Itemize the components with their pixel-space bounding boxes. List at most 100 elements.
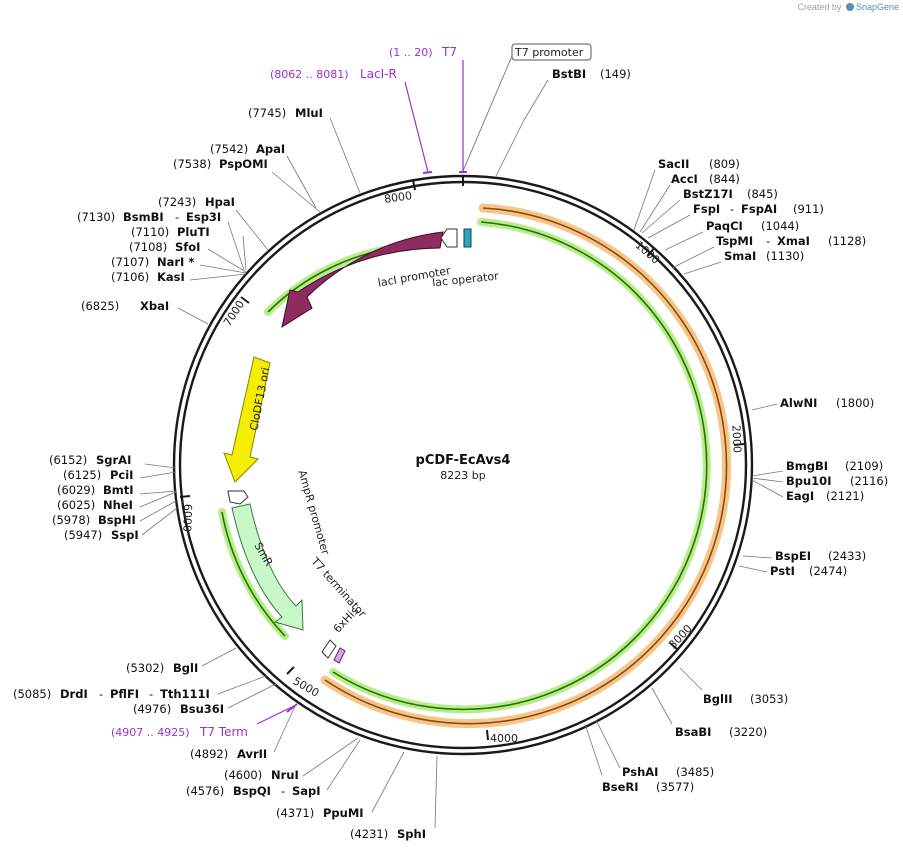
primer-t7-term-line (256, 705, 295, 725)
leader-sspi (141, 507, 178, 536)
site-name: PciI (110, 468, 133, 482)
site-name: BglII (703, 692, 733, 706)
site-pos: (149) (600, 67, 631, 81)
site-pshai: PshAI(3485) (622, 765, 714, 779)
site-pos: (4892) (190, 747, 228, 761)
sites-right: BstBI(149) SacII(809) AccI(844) BstZ17I(… (552, 67, 888, 794)
credit-brand: SnapGene (855, 2, 899, 12)
site-bgli: (5302)BglI (126, 661, 198, 675)
site-pos: (4600) (224, 768, 262, 782)
site-name: DrdI (60, 687, 88, 701)
site-pos: (7108) (129, 240, 167, 254)
site-pos: (7243) (158, 195, 196, 209)
tick-label-2000: 2000 (729, 425, 743, 454)
ori-feature-arrow (223, 356, 271, 483)
tick-5000 (286, 666, 295, 675)
leader-bglii (679, 667, 703, 691)
site-name: BspEI (775, 549, 811, 563)
credit-prefix: Created by (797, 2, 842, 12)
site-pos: (7110) (131, 225, 169, 239)
site-name: AlwNI (780, 396, 817, 410)
site-name-2: XmaI (777, 234, 810, 248)
site-name: PspOMI (219, 157, 268, 171)
site-bglii: BglII(3053) (703, 692, 788, 706)
site-name: AccI (671, 172, 698, 186)
site-bseri: BseRI(3577) (602, 780, 694, 794)
site-pos: (3577) (656, 780, 694, 794)
leader-smai (683, 261, 722, 275)
site-pos: (809) (709, 157, 740, 171)
site-name: BspQI (233, 784, 271, 798)
site-dash: - (281, 784, 285, 798)
leader-pspomi (271, 171, 321, 213)
site-name: SphI (397, 827, 426, 841)
t7-promoter-label: T7 promoter (514, 46, 584, 59)
lacI-promoter-arrow (440, 228, 458, 248)
t7-promoter-box (511, 43, 592, 61)
leader-bstz17i (641, 199, 681, 234)
site-sfoi: (7108) SfoI (129, 240, 200, 254)
site-pos: (1044) (761, 219, 799, 233)
site-name: SfoI (175, 240, 200, 254)
site-pos: (7538) (173, 157, 211, 171)
leader-hpai (235, 209, 269, 251)
site-bspei: BspEI (2433) (775, 549, 866, 563)
site-pos: (6125) (63, 468, 101, 482)
leader-fspi (647, 214, 691, 239)
site-pluti: (7110)PluTI (131, 225, 210, 239)
site-dash: - (766, 234, 770, 248)
site-pos: (845) (747, 187, 778, 201)
tick-4000 (486, 729, 489, 741)
tick-3000 (669, 642, 679, 651)
site-pos: (1128) (828, 234, 866, 248)
site-bpu10i: Bpu10I(2116) (786, 474, 888, 488)
site-bsphi: (5978)BspHI (52, 513, 136, 527)
site-pspomi: (7538) PspOMI (173, 157, 268, 171)
site-drdi: (5085)DrdI-PflFI-Tth111I (13, 687, 210, 701)
site-psti: PstI(2474) (770, 564, 847, 578)
leader-drdi (217, 675, 267, 695)
site-pos: (1130) (766, 249, 804, 263)
site-name: NruI (271, 768, 299, 782)
site-name: BstZ17I (683, 187, 733, 201)
leader-bstbi (495, 79, 549, 177)
leader-nhei (139, 491, 177, 508)
site-smai: SmaI (1130) (724, 249, 804, 263)
leader-sfoi (207, 248, 247, 273)
site-pos: (6025) (57, 498, 95, 512)
site-dash: - (730, 202, 734, 216)
site-bstz17i: BstZ17I (845) (683, 187, 778, 201)
site-nari: (7107)NarI * (111, 255, 194, 269)
site-name: AvrII (237, 747, 267, 761)
site-name: SmaI (724, 249, 756, 263)
tick-1000 (647, 247, 655, 257)
site-dash: - (175, 210, 179, 224)
leader-bsabi (651, 687, 673, 725)
primer-markers: (1 .. 20) T7 (8062 .. 8081) LacI-R (4907… (111, 45, 467, 739)
leader-sacii (633, 169, 656, 231)
site-pos: (4576) (186, 784, 224, 798)
primer-t7-pos: (1 .. 20) (389, 46, 433, 59)
his-tag-box (333, 647, 346, 664)
site-pos: (5085) (13, 687, 51, 701)
leader-bgli (201, 647, 237, 667)
leader-bspqi (326, 739, 361, 791)
site-sgrai: (6152)SgrAI (49, 453, 131, 467)
site-name: PpuMI (323, 806, 364, 820)
orf-orange-arc-line (324, 207, 728, 725)
leader-bpu10i (751, 477, 784, 483)
site-pos: (2433) (828, 549, 866, 563)
site-name: Bsu36I (180, 702, 224, 716)
snapgene-logo-icon (845, 3, 854, 11)
site-name-2: Esp3I (186, 210, 221, 224)
leader-eagi (751, 479, 784, 498)
leader-xbai (177, 307, 209, 325)
site-pos: (7542) (210, 142, 248, 156)
t7-terminator-label: T7 terminator (308, 554, 369, 620)
primer-t7-term-name: T7 Term (199, 725, 248, 739)
smr-feature-arrow (231, 503, 304, 631)
tick-6000 (179, 495, 191, 498)
site-name: SgrAI (96, 453, 131, 467)
leader-pshai (595, 719, 621, 769)
